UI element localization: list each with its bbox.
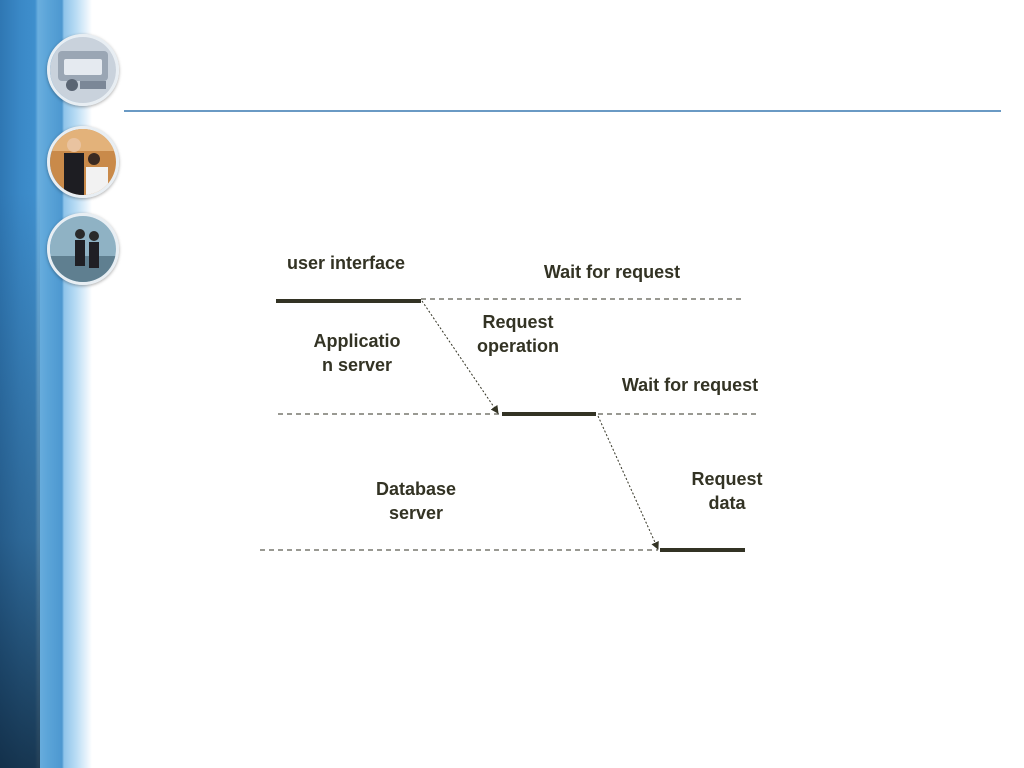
label-request-operation-line2: operation	[477, 336, 559, 356]
label-request-data-line1: Request	[691, 469, 762, 489]
photo-thumbnail-2	[47, 126, 119, 198]
label-application-server-line2: n server	[322, 355, 392, 375]
label-database-server-line1: Database	[376, 479, 456, 499]
label-database-server-line2: server	[389, 503, 443, 523]
photo-thumbnail-1	[47, 34, 119, 106]
label-user-interface: user interface	[287, 253, 405, 273]
left-band-shade	[0, 0, 40, 768]
label-wait-for-request-1: Wait for request	[544, 262, 680, 282]
label-application-server-line1: Applicatio	[313, 331, 400, 351]
label-request-data-line2: data	[708, 493, 746, 513]
request-operation-arrow	[421, 300, 499, 414]
request-data-arrow	[597, 415, 659, 550]
label-wait-for-request-2: Wait for request	[622, 375, 758, 395]
photo-thumbnail-3	[47, 213, 119, 285]
label-request-operation-line1: Request	[482, 312, 553, 332]
title-divider-line	[124, 110, 1001, 112]
